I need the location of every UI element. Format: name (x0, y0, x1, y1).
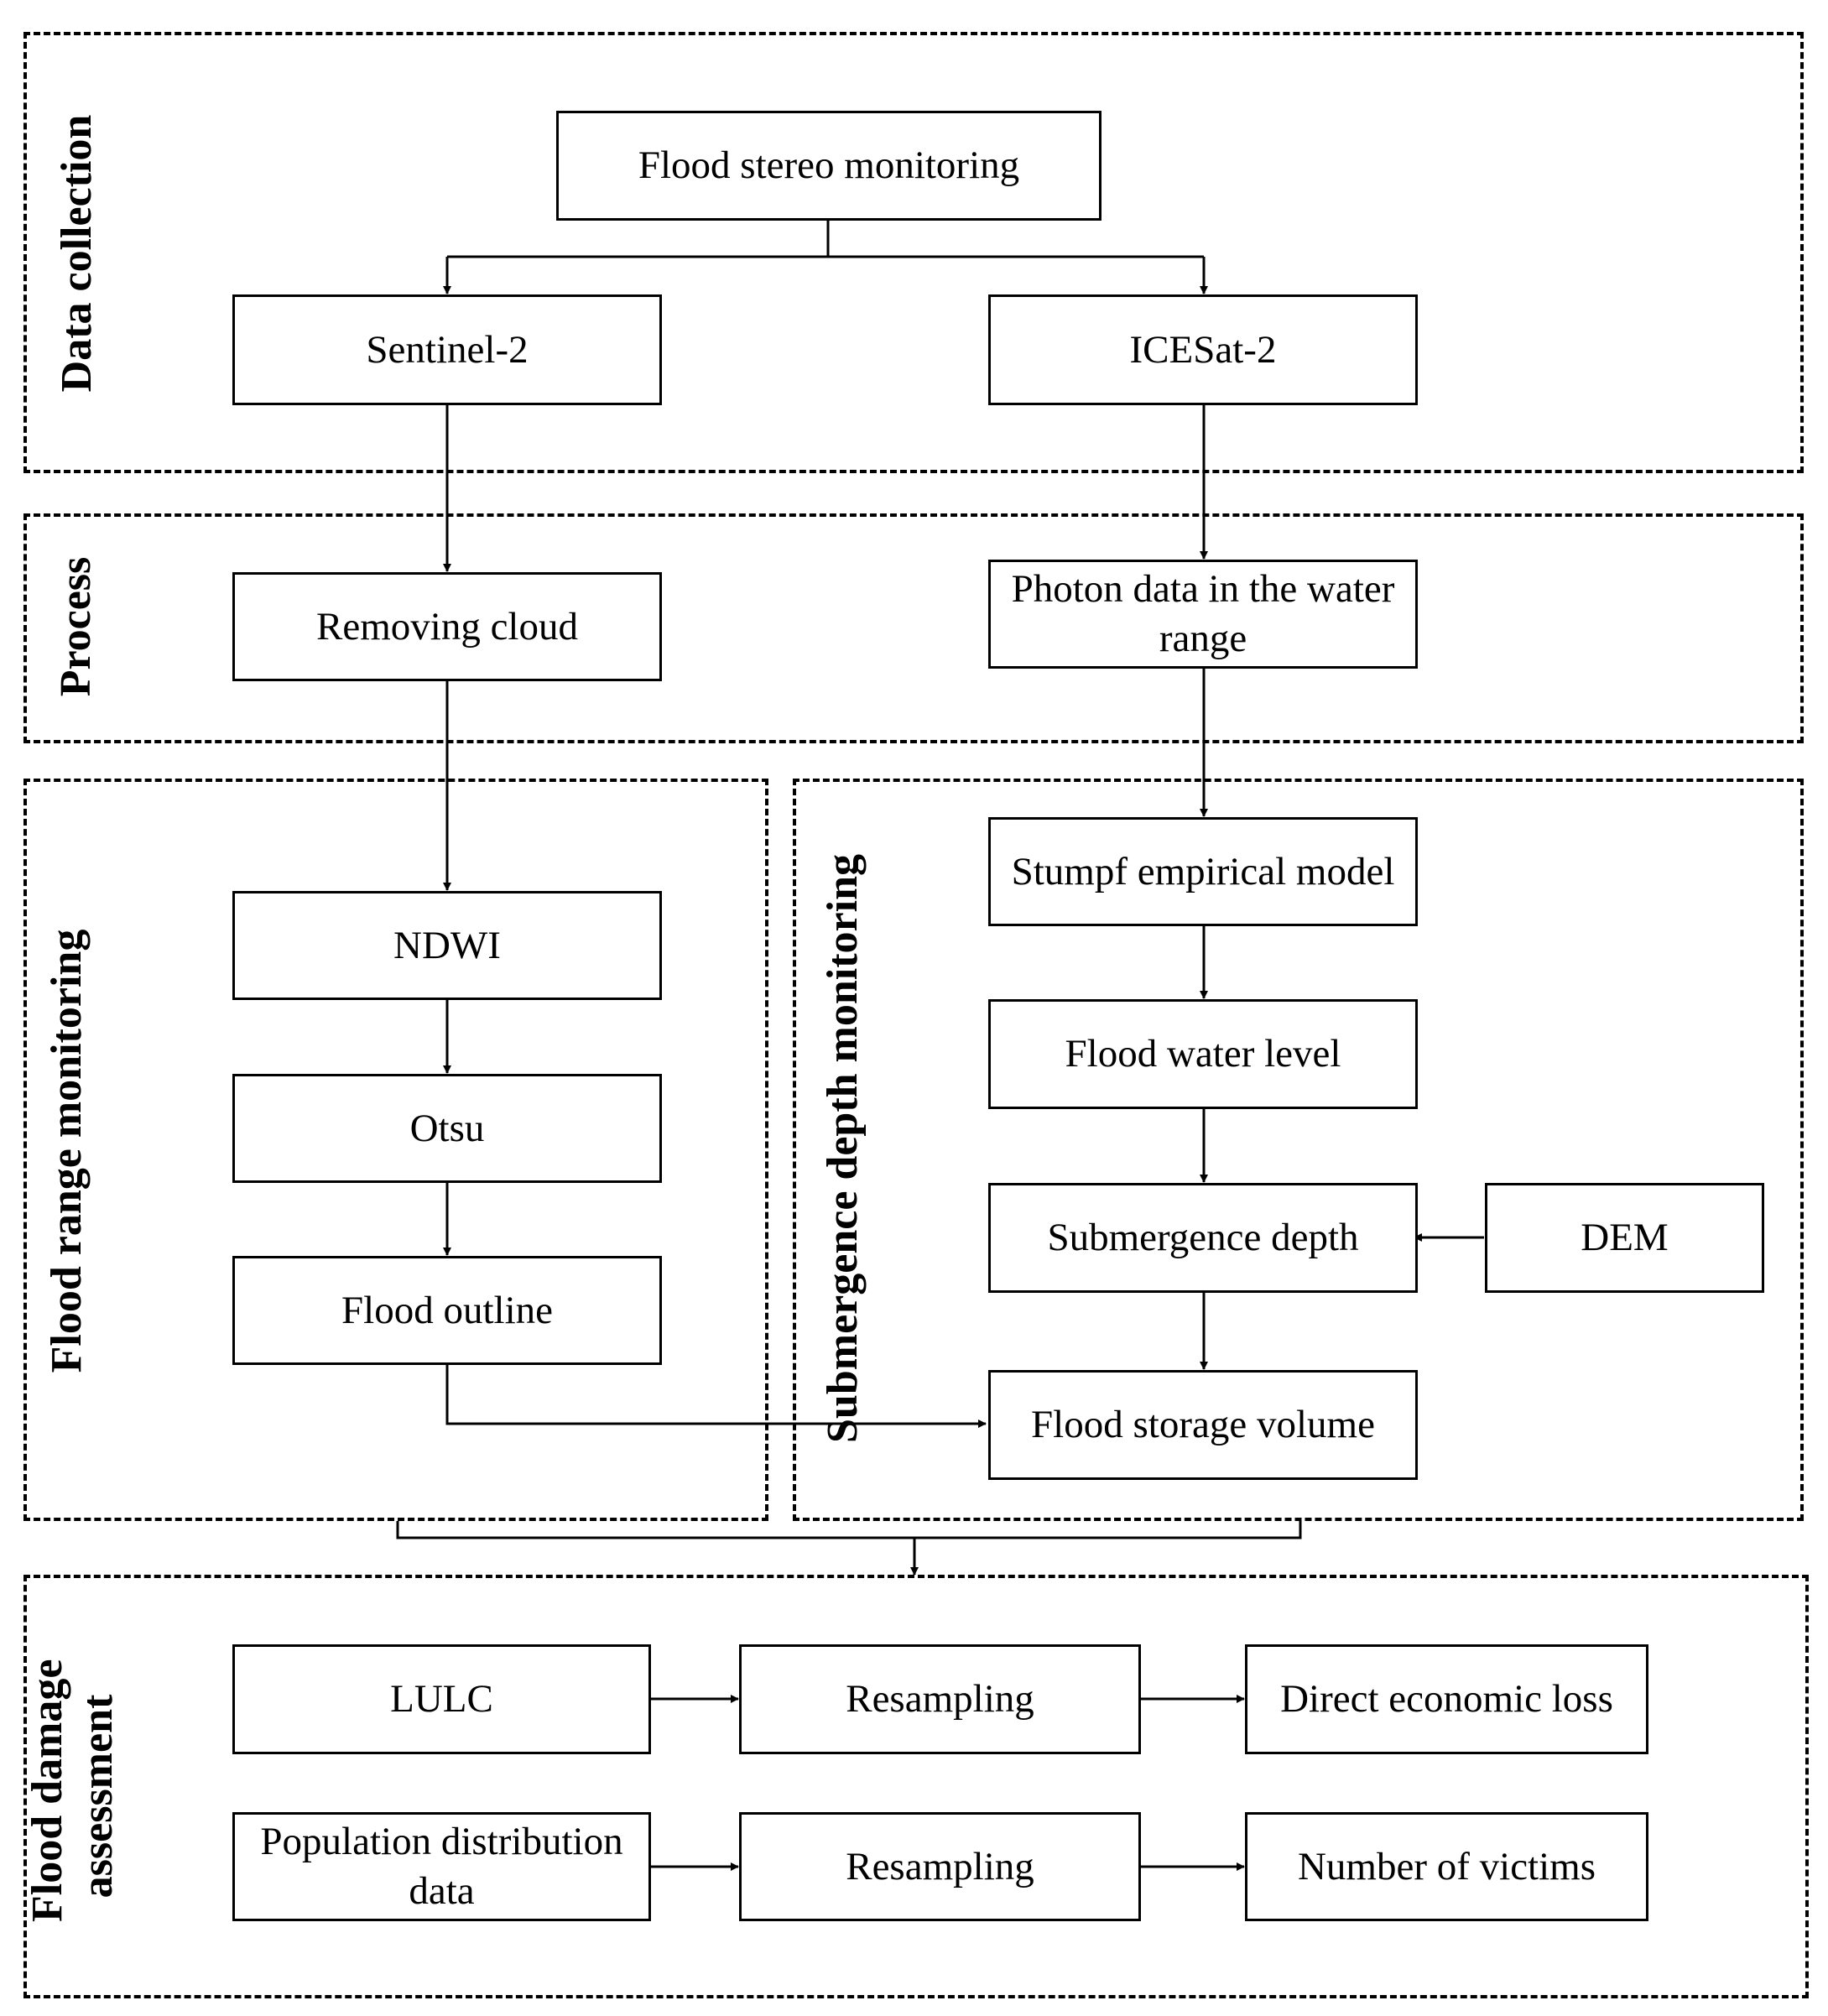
population-distribution-text-line2: data (409, 1869, 475, 1913)
lulc-box: LULC (232, 1644, 651, 1754)
stumpf-model-text: Stumpf empirical model (1011, 849, 1395, 893)
flood-outline-text: Flood outline (341, 1288, 553, 1332)
resampling-box-2: Resampling (739, 1812, 1141, 1921)
otsu-text: Otsu (409, 1106, 485, 1150)
resampling-box-1: Resampling (739, 1644, 1141, 1754)
submergence-depth-text: Submergence depth (1047, 1216, 1359, 1260)
direct-economic-loss-text: Direct economic loss (1280, 1677, 1613, 1722)
section-flood-range-monitoring (23, 779, 768, 1521)
icesat-2-box: ICESat-2 (988, 294, 1418, 405)
dem-box: DEM (1485, 1183, 1764, 1293)
resampling-text-1: Resampling (846, 1677, 1034, 1722)
submergence-depth-box: Submergence depth (988, 1183, 1418, 1293)
otsu-box: Otsu (232, 1074, 662, 1183)
connector-merge (396, 1521, 1302, 1575)
section-process (23, 513, 1804, 743)
icesat-2-text: ICESat-2 (1129, 327, 1277, 372)
number-of-victims-box: Number of victims (1245, 1812, 1648, 1921)
flood-outline-box: Flood outline (232, 1256, 662, 1365)
dem-text: DEM (1581, 1216, 1669, 1260)
ndwi-text: NDWI (393, 923, 501, 967)
photon-data-box: Photon data in the water range (988, 560, 1418, 669)
arrow-outline-to-volume (445, 1365, 987, 1428)
flood-stereo-monitoring-box: Flood stereo monitoring (556, 111, 1101, 221)
section-data-collection (23, 32, 1804, 473)
removing-cloud-box: Removing cloud (232, 572, 662, 681)
flood-water-level-text: Flood water level (1065, 1032, 1341, 1076)
flood-water-level-box: Flood water level (988, 999, 1418, 1109)
flood-storage-volume-text: Flood storage volume (1031, 1403, 1375, 1447)
photon-data-text-line1: Photon data in the water (1011, 567, 1395, 612)
ndwi-box: NDWI (232, 891, 662, 1000)
section-submergence-depth-monitoring (793, 779, 1804, 1521)
flood-stereo-monitoring-text: Flood stereo monitoring (638, 143, 1020, 188)
population-distribution-box: Population distribution data (232, 1812, 651, 1921)
population-distribution-text-line1: Population distribution (260, 1820, 623, 1864)
removing-cloud-text: Removing cloud (316, 604, 578, 649)
connector-split (447, 221, 1204, 258)
sentinel-2-text: Sentinel-2 (366, 327, 529, 372)
resampling-text-2: Resampling (846, 1844, 1034, 1888)
sentinel-2-box: Sentinel-2 (232, 294, 662, 405)
flood-storage-volume-box: Flood storage volume (988, 1370, 1418, 1480)
number-of-victims-text: Number of victims (1297, 1844, 1596, 1888)
direct-economic-loss-box: Direct economic loss (1245, 1644, 1648, 1754)
stumpf-model-box: Stumpf empirical model (988, 817, 1418, 926)
photon-data-text-line2: range (1159, 617, 1247, 660)
lulc-text: LULC (390, 1677, 493, 1722)
